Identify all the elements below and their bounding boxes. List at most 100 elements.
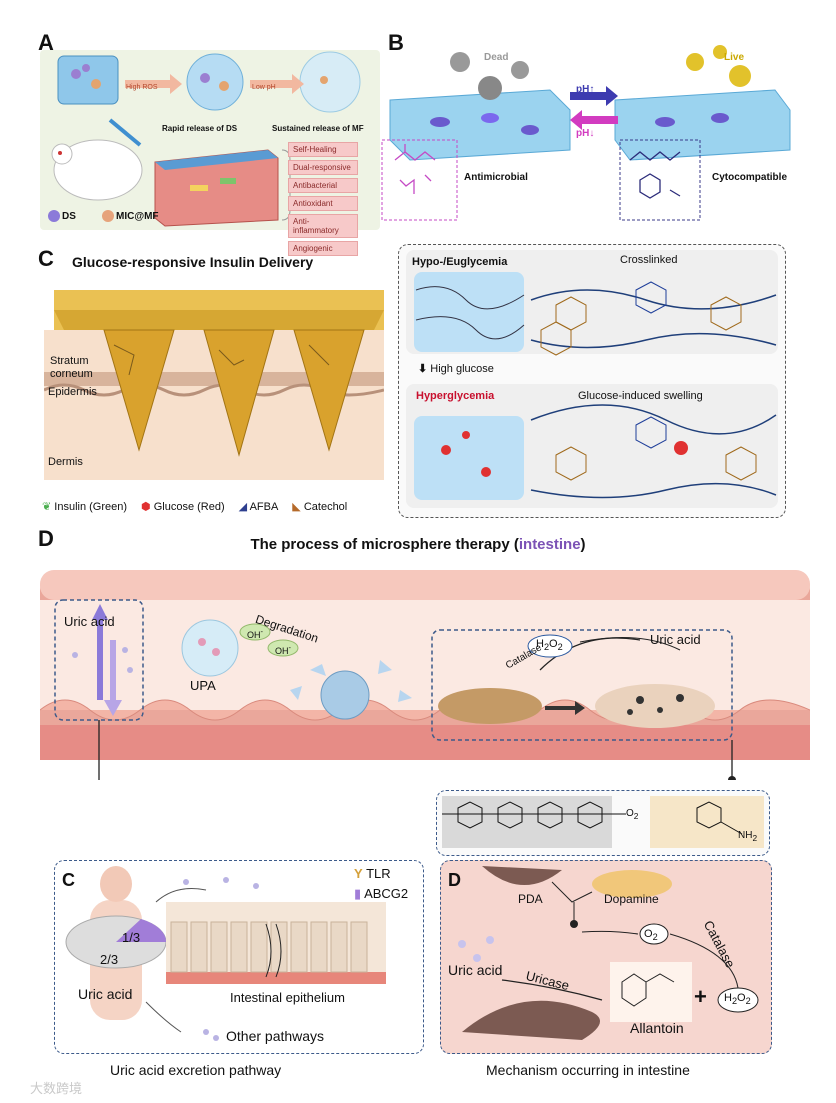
panel-b-live-label: Live: [724, 52, 745, 63]
subpanel-c-abcg2-label: ▮ ABCG2: [354, 886, 408, 902]
subpanel-d-plus: +: [694, 984, 707, 1009]
property-item: Antioxidant: [288, 196, 358, 211]
panel-b-dead-label: Dead: [484, 52, 509, 63]
legend-catechol-text: Catechol: [303, 501, 348, 513]
subpanel-c-other-pathways: Other pathways: [226, 1028, 325, 1044]
subpanel-c-letter: C: [62, 870, 75, 890]
property-item: Anti-inflammatory: [288, 214, 358, 238]
tlr-icon: Y: [354, 866, 363, 881]
afba-icon: ◢: [238, 501, 248, 513]
ph-up-text: pH: [576, 84, 590, 95]
catechol-icon: ◣: [292, 501, 301, 513]
legend-afba: ◢ AFBA: [239, 500, 279, 513]
subpanel-c-caption: Uric acid excretion pathway: [110, 1062, 282, 1078]
intestine-uric-acid-left: Uric acid: [64, 614, 115, 629]
nh2-text: NH: [738, 830, 753, 841]
subpanel-c-frac-one-third: 1/3: [122, 930, 141, 945]
subpanel-d-o2: O2: [644, 928, 658, 943]
panel-b-ph-down: pH↓: [576, 128, 595, 139]
legend-afba-text: AFBA: [249, 501, 279, 513]
panel-d-title-main: The process of microsphere therapy (: [250, 536, 519, 553]
h2o2-text: H: [536, 638, 544, 650]
intestine-oh-2: OH-: [275, 643, 291, 656]
panel-a-arrow-low-ph: Low pH: [252, 84, 276, 91]
layer-stratum-corneum: Stratum corneum: [50, 355, 93, 380]
pda-o2-label: O2: [626, 808, 639, 821]
property-item: Dual-responsive: [288, 160, 358, 175]
pda-structure-diagram: [442, 801, 743, 835]
subpanel-c-tlr-label: Y TLR: [354, 866, 391, 881]
panel-a-label-rapid: Rapid release of DS: [162, 124, 238, 133]
subpanel-d-letter: D: [448, 870, 461, 890]
intestine-upa-label: UPA: [190, 678, 216, 693]
legend-glucose: ⬢ Glucose (Red): [141, 500, 225, 513]
subpanel-d-caption: Mechanism occurring in intestine: [486, 1062, 690, 1078]
panel-a-label-sustained: Sustained release of MF: [272, 124, 364, 133]
panel-b-illustration: [381, 45, 791, 221]
intestine-h2o2: H2O2: [536, 638, 563, 653]
intestine-oh-1: OH-: [247, 627, 263, 640]
panel-c-swelling-label: Glucose-induced swelling: [578, 390, 703, 402]
panel-c-microneedle-illustration: [44, 290, 384, 480]
property-item: Self-Healing: [288, 142, 358, 157]
panel-c-chemistry: [414, 272, 777, 500]
intestine-uric-acid-right: Uric acid: [650, 632, 701, 647]
intestine-illustration: [40, 570, 810, 780]
legend-glucose-text: Glucose (Red): [153, 501, 225, 513]
panel-a-letter: A: [38, 30, 54, 55]
panel-b-antimicrobial-label: Antimicrobial: [464, 172, 528, 183]
layer-epidermis: Epidermis: [48, 386, 97, 398]
o2-text: O: [626, 808, 634, 819]
h2o2-text: H: [724, 992, 732, 1004]
tlr-text: TLR: [366, 866, 391, 881]
panel-d-title-emph: intestine: [518, 536, 581, 553]
panel-d-title: The process of microsphere therapy (inte…: [0, 536, 836, 553]
subpanel-c-frac-two-thirds: 2/3: [100, 952, 119, 967]
panel-c-hyper-label: Hyperglycemia: [416, 390, 495, 402]
subpanel-c-box: [54, 860, 424, 1054]
subpanel-d-dopamine: Dopamine: [604, 892, 659, 906]
transition-text: High glucose: [430, 363, 494, 375]
oh-text: OH: [247, 630, 261, 640]
panel-d-letter: D: [38, 526, 54, 551]
panel-c-crosslinked-label: Crosslinked: [620, 254, 678, 266]
abcg2-text: ABCG2: [364, 886, 409, 901]
panel-c-letter: C: [38, 246, 54, 271]
panel-b-letter: B: [388, 30, 404, 55]
subpanel-c-uric-acid: Uric acid: [78, 986, 133, 1002]
subpanel-d-illustration: [458, 866, 759, 1040]
panel-c-legend: ❦ Insulin (Green) ⬢ Glucose (Red) ◢ AFBA…: [42, 500, 347, 513]
panel-c-title: Glucose-responsive Insulin Delivery: [72, 254, 314, 270]
subpanel-c-illustration: [65, 866, 386, 1041]
oh-text: OH: [275, 646, 289, 656]
panel-a-property-list: Self-Healing Dual-responsive Antibacteri…: [288, 142, 358, 256]
hexagon-icon: ⬢: [141, 501, 151, 513]
panel-c-hypo-label: Hypo-/Euglycemia: [412, 256, 508, 268]
subpanel-d-uric-acid: Uric acid: [448, 962, 503, 978]
panel-a-legend-mic: MIC@MF: [116, 211, 159, 222]
subpanel-d-h2o2: H2O2: [724, 992, 751, 1007]
subpanel-d-pda: PDA: [518, 892, 543, 906]
property-item: Antibacterial: [288, 178, 358, 193]
dopamine-bg: [650, 796, 764, 848]
panel-a-arrow-high-ros: High ROS: [126, 84, 158, 91]
leaf-icon: ❦: [42, 501, 52, 513]
panel-b-cytocompatible-label: Cytocompatible: [712, 172, 788, 183]
legend-insulin: ❦ Insulin (Green): [42, 500, 127, 513]
legend-insulin-text: Insulin (Green): [54, 501, 128, 513]
ph-down-text: pH: [576, 128, 590, 139]
layer-dermis: Dermis: [48, 456, 83, 468]
watermark: 大数跨境: [30, 1081, 83, 1096]
panel-d-title-end: ): [580, 536, 586, 553]
panel-a-illustration: [48, 51, 361, 227]
legend-catechol: ◣ Catechol: [292, 500, 347, 513]
abcg2-icon: ▮: [354, 886, 362, 901]
panel-b-ph-up: pH↑: [576, 84, 595, 95]
property-item: Angiogenic: [288, 241, 358, 256]
subpanel-d-allantoin: Allantoin: [630, 1020, 684, 1036]
subpanel-c-epithelium: Intestinal epithelium: [230, 990, 345, 1005]
down-arrow-icon: ⬇: [418, 363, 428, 375]
o2-text: O: [644, 928, 653, 940]
panel-a-legend-ds: DS: [62, 211, 76, 222]
panel-c-transition-label: ⬇ High glucose: [418, 362, 494, 375]
